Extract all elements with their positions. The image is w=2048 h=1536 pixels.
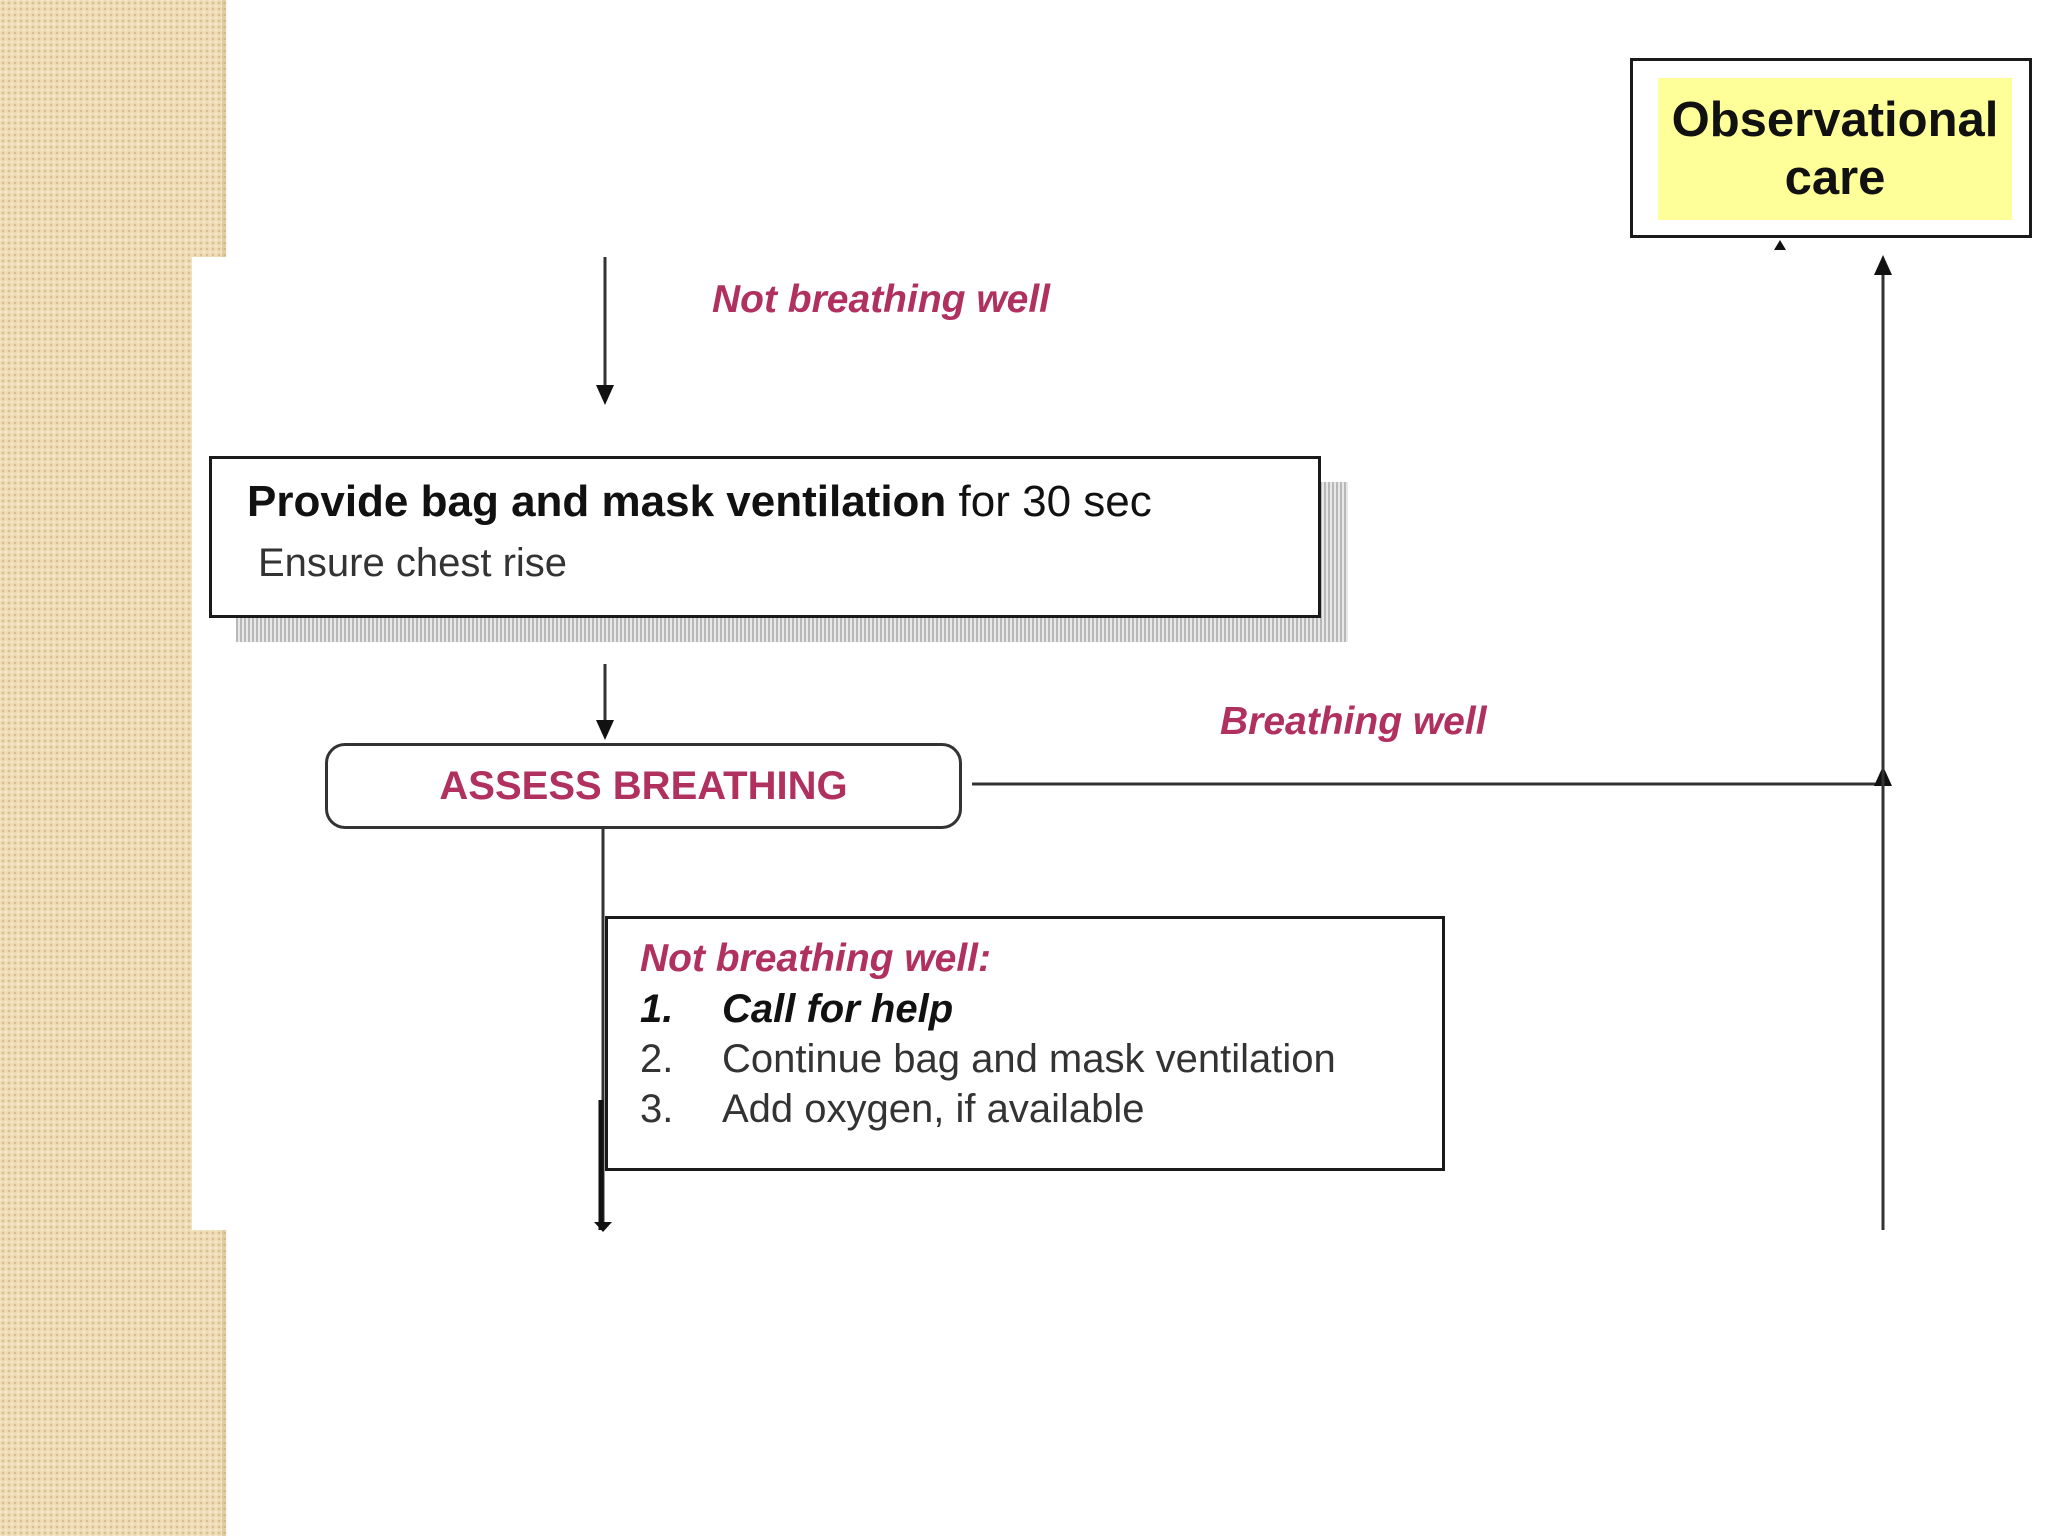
arrowhead-into-assess [596, 720, 614, 740]
ventilation-box: Provide bag and mask ventilation for 30 … [209, 456, 1321, 618]
step-text: Add oxygen, if available [722, 1087, 1145, 1131]
ventilation-title: Provide bag and mask ventilation for 30 … [247, 477, 1152, 527]
steps-heading: Not breathing well: [640, 937, 991, 980]
observational-care-line1: Observational [1671, 93, 1999, 147]
label-breathing-well: Breathing well [1220, 700, 1487, 743]
label-not-breathing-well-top: Not breathing well [712, 278, 1051, 321]
step-item-3: 3. Add oxygen, if available [640, 1087, 1145, 1132]
arrowhead-obs-secondary [1774, 240, 1786, 250]
assess-breathing-box: ASSESS BREATHING [325, 743, 962, 829]
arrowhead-into-ventilation [596, 385, 614, 405]
ventilation-subtitle: Ensure chest rise [258, 541, 568, 585]
step-item-1: 1. Call for help [640, 987, 953, 1032]
step-number: 3. [640, 1087, 674, 1131]
arrowhead-bottom [594, 1222, 612, 1232]
step-text: Call for help [722, 987, 954, 1031]
step-item-2: 2. Continue bag and mask ventilation [640, 1037, 1336, 1082]
observational-care-line2: care [1784, 151, 1886, 205]
ventilation-title-rest: for 30 sec [946, 477, 1152, 526]
ventilation-title-bold: Provide bag and mask ventilation [247, 477, 947, 526]
observational-care-box: Observational care [1630, 58, 2032, 238]
step-text: Continue bag and mask ventilation [722, 1037, 1336, 1081]
observational-care-fill: Observational care [1658, 78, 2012, 220]
decorative-left-strip [0, 0, 226, 1536]
not-breathing-steps-box: Not breathing well: 1. Call for help 2. Co… [605, 916, 1445, 1171]
arrowhead-to-observational-care [1874, 255, 1892, 275]
assess-breathing-label: ASSESS BREATHING [439, 763, 848, 808]
step-number: 2. [640, 1037, 674, 1081]
step-number: 1. [640, 987, 674, 1031]
